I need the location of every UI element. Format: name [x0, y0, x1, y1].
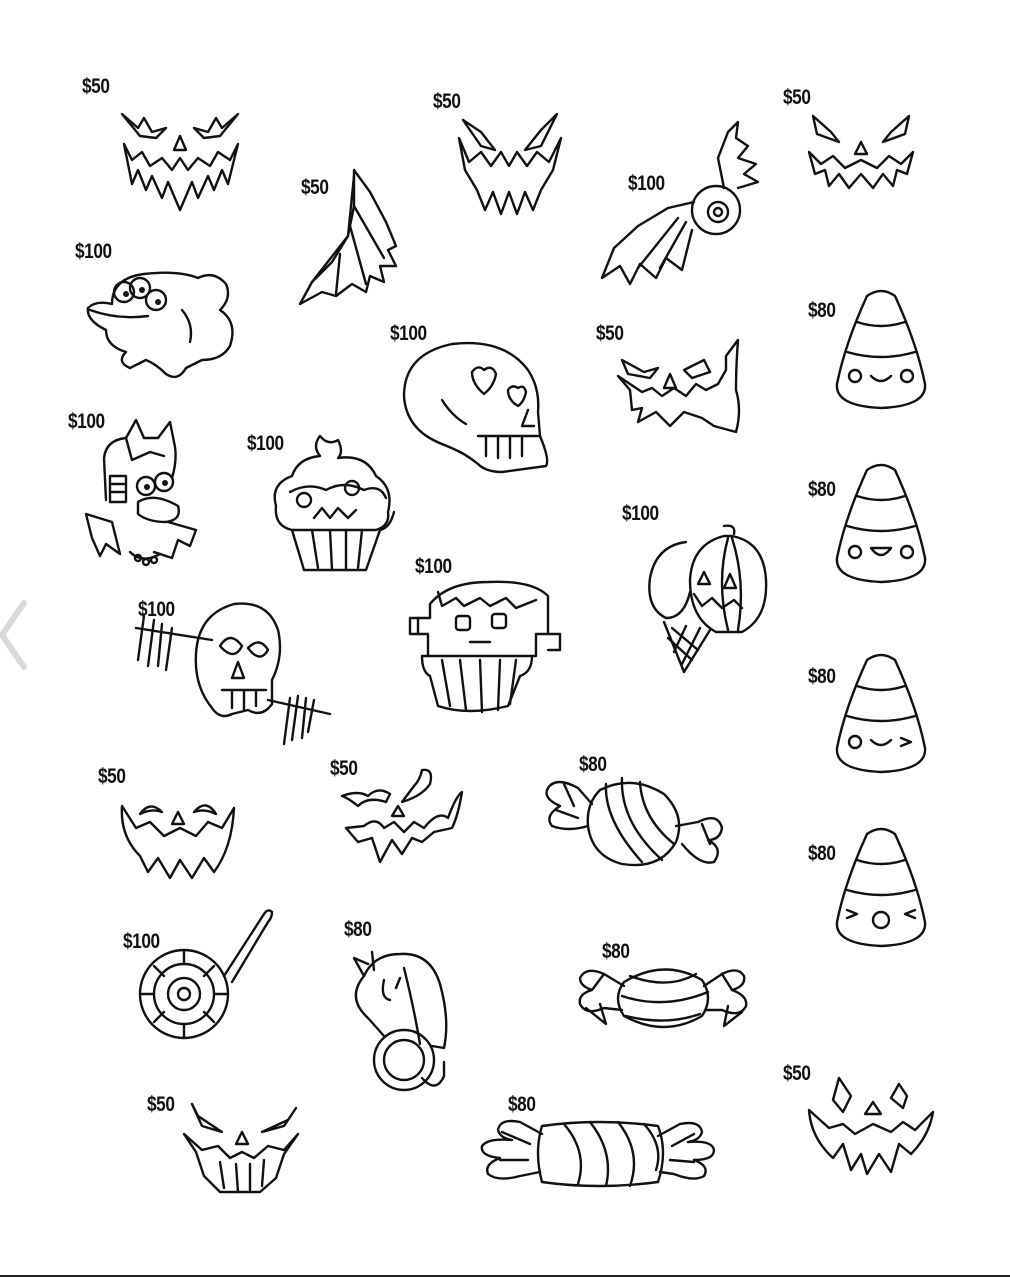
cupcake-icon [273, 434, 396, 572]
vampire-character-icon [84, 418, 198, 567]
jack-o-lantern-face-icon [616, 338, 741, 434]
wrapped-candy-icon [545, 776, 724, 867]
price-label: $80 [508, 1093, 536, 1116]
skull-hands-icon [134, 602, 332, 746]
bat-face-icon [340, 768, 464, 864]
wrapped-candy-icon [480, 1119, 716, 1188]
lollipop-icon [138, 909, 274, 1040]
price-label: $50 [783, 1062, 811, 1085]
price-label: $80 [808, 299, 836, 322]
eyeball-bat-icon [600, 120, 760, 286]
jack-o-lantern-face-icon [120, 804, 236, 880]
price-label: $100 [68, 410, 105, 433]
candy-corn-icon [835, 653, 927, 774]
jack-o-lantern-face-icon [457, 112, 563, 216]
price-label: $50 [82, 75, 110, 98]
frankenstein-cupcake-icon [408, 580, 562, 714]
price-label: $80 [808, 478, 836, 501]
candy-corn-icon [835, 463, 927, 584]
price-label: $50 [433, 90, 461, 113]
price-label: $100 [247, 432, 284, 455]
price-label: $80 [808, 842, 836, 865]
price-label: $50 [783, 86, 811, 109]
bat-wing-icon [298, 168, 398, 306]
price-label: $100 [75, 240, 112, 263]
jack-o-lantern-face-icon [807, 1076, 935, 1176]
price-label: $80 [808, 665, 836, 688]
price-label: $50 [596, 322, 624, 345]
price-label: $100 [390, 322, 427, 345]
pumpkin-ice-cream-icon [648, 524, 768, 674]
price-label: $100 [622, 502, 659, 525]
candy-corn-icon [835, 289, 927, 410]
price-label: $80 [579, 753, 607, 776]
price-label: $100 [628, 172, 665, 195]
jack-o-lantern-face-icon [807, 114, 915, 190]
candy-ring-icon [352, 950, 448, 1092]
jack-o-lantern-face-icon [182, 1102, 300, 1194]
wrapped-candy-icon [578, 968, 748, 1029]
price-label: $100 [123, 930, 160, 953]
price-label: $80 [602, 940, 630, 963]
price-label: $50 [147, 1093, 175, 1116]
price-label: $100 [415, 555, 452, 578]
blinky-fish-icon [86, 271, 234, 379]
jack-o-lantern-face-icon [120, 112, 240, 212]
candy-corn-icon [835, 827, 927, 948]
price-label: $50 [301, 176, 329, 199]
skull-icon [402, 341, 549, 474]
chevron-left-icon[interactable] [0, 595, 34, 675]
price-label: $80 [344, 918, 372, 941]
price-label: $100 [138, 598, 175, 621]
price-label: $50 [98, 765, 126, 788]
price-label: $50 [330, 757, 358, 780]
bottom-divider [0, 1275, 1010, 1277]
